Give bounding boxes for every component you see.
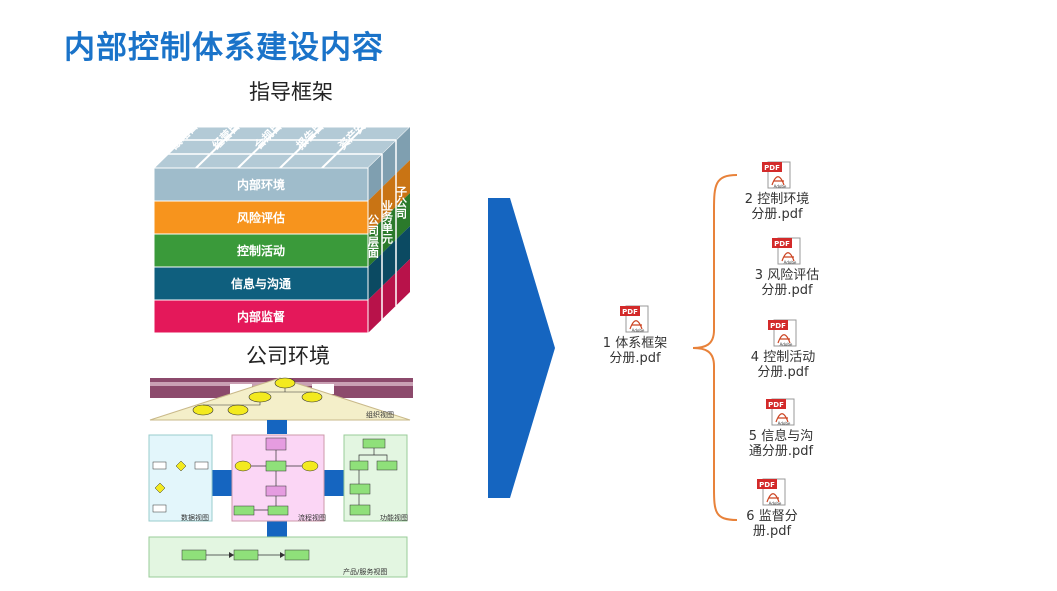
pdf-icon: PDF Adobe <box>762 161 791 189</box>
pdf-icon: PDF Adobe <box>757 478 786 506</box>
pdf-file-1-label: 2 控制环境 分册.pdf <box>744 192 810 222</box>
process-view-label: 流程视图 <box>298 513 326 522</box>
layer-label-4: 内部监督 <box>237 309 285 324</box>
layer-label-1: 风险评估 <box>237 210 285 225</box>
svg-text:PDF: PDF <box>768 401 784 409</box>
layer-label-2: 控制活动 <box>237 243 285 258</box>
pdf-file-2-label: 3 风险评估 分册.pdf <box>754 268 820 298</box>
env-diagram: 组织视图 数据视图 流程视图 <box>148 377 413 578</box>
side-label-1: 业务单元 <box>381 199 394 245</box>
side-label-2: 子公司 <box>395 186 408 220</box>
pdf-file-3[interactable]: PDF Adobe 4 控制活动 分册.pdf <box>723 318 843 380</box>
pdf-file-5-label: 6 监督分 册.pdf <box>746 509 798 539</box>
pdf-icon: PDF Adobe <box>768 319 797 347</box>
bracket-brace <box>692 174 738 521</box>
svg-text:Adobe: Adobe <box>769 501 782 506</box>
framework-label: 指导框架 <box>249 80 333 104</box>
pdf-file-2[interactable]: PDF Adobe 3 风险评估 分册.pdf <box>727 236 847 298</box>
company-env-label: 公司环境 <box>246 344 330 368</box>
layer-label-3: 信息与沟通 <box>231 276 291 291</box>
pdf-file-3-label: 4 控制活动 分册.pdf <box>750 350 816 380</box>
coso-cube: 战略目标 经营目标 合规目标 报告目标 资产安全 内部环境 风险评估 控制活动 … <box>152 110 412 334</box>
pdf-icon: PDF Adobe <box>620 305 649 333</box>
pdf-file-4-label: 5 信息与沟 通分册.pdf <box>748 429 814 459</box>
svg-text:PDF: PDF <box>622 308 638 316</box>
svg-text:PDF: PDF <box>770 322 786 330</box>
svg-text:PDF: PDF <box>759 481 775 489</box>
function-view-label: 功能视图 <box>380 513 408 522</box>
pdf-file-4[interactable]: PDF Adobe 5 信息与沟 通分册.pdf <box>721 397 841 459</box>
layer-label-0: 内部环境 <box>237 177 285 192</box>
data-view-label: 数据视图 <box>181 513 209 522</box>
svg-text:Adobe: Adobe <box>632 328 645 333</box>
svg-text:PDF: PDF <box>774 240 790 248</box>
flow-arrow-shape <box>488 198 555 498</box>
pdf-file-1[interactable]: PDF Adobe 2 控制环境 分册.pdf <box>717 160 837 222</box>
svg-text:Adobe: Adobe <box>780 342 793 347</box>
pdf-icon: PDF Adobe <box>766 398 795 426</box>
pdf-file-main-label: 1 体系框架 分册.pdf <box>602 336 668 366</box>
svg-text:PDF: PDF <box>764 164 780 172</box>
pdf-icon: PDF Adobe <box>772 237 801 265</box>
org-view-label: 组织视图 <box>366 410 394 419</box>
product-view-label: 产品/服务视图 <box>343 567 387 576</box>
svg-text:Adobe: Adobe <box>774 184 787 189</box>
pdf-file-main[interactable]: PDF Adobe 1 体系框架 分册.pdf <box>575 304 695 366</box>
side-label-0: 公司层面 <box>367 214 381 259</box>
svg-text:Adobe: Adobe <box>778 421 791 426</box>
pdf-file-5[interactable]: PDF Adobe 6 监督分 册.pdf <box>712 477 832 539</box>
svg-text:Adobe: Adobe <box>784 260 797 265</box>
page-title: 内部控制体系建设内容 <box>64 30 384 66</box>
